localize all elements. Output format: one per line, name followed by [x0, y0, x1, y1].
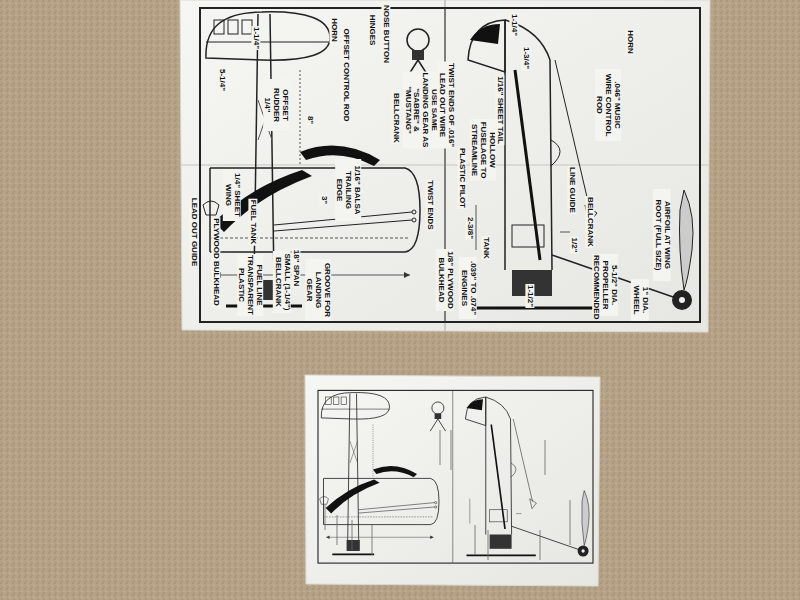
plan-label: AIRFOIL AT WING ROOT (FULL SIZE): [653, 189, 671, 281]
plan-label: HORN: [626, 29, 635, 55]
plan-label: LINE GUIDE: [568, 166, 577, 214]
plan-label: LEAD OUT GUIDE: [190, 197, 199, 267]
plan-label: FUEL LINE TRANSPARENT PLASTIC: [237, 254, 263, 316]
plan-label: USE SAME LANDING GEAR AS "SABRE" & "MUST…: [402, 72, 437, 149]
plan-label: .046" MUSIC WIRE CONTROL ROD: [595, 69, 621, 141]
plan-label: .039" TO .074" ENGINES: [459, 257, 477, 319]
plan-label: GROOVE FOR LANDING GEAR: [305, 259, 331, 321]
plan-label: TWIST ENDS: [426, 179, 435, 230]
plan-label: 1-3/4": [522, 46, 531, 70]
plan-label: HOLLOW FUSELAGE TO STREAMLINE: [470, 119, 496, 181]
plan-label: 18" SPAN: [292, 249, 301, 288]
plan-label: NOSE BUTTON: [382, 4, 391, 64]
plan-label: 1/2": [570, 237, 579, 254]
plan-label: BELLCRANK: [392, 92, 401, 144]
plan-label: 5-1/4": [218, 68, 227, 92]
plan-label: SMALL (1-1/4") BELLCRANK: [273, 251, 291, 313]
plan-drawing: [200, 8, 700, 322]
plan-drawing-small: [318, 390, 593, 563]
plan-label: 1/16" BALSA TRAILING EDGE: [335, 159, 361, 221]
plan-label: 2-3/8": [466, 216, 475, 240]
small-plan-sheet: [305, 375, 600, 586]
plan-label: BELLCRANK: [586, 196, 595, 248]
plan-label: HORN: [330, 17, 339, 43]
plan-label: 1/16" SHEET TAIL: [496, 75, 505, 145]
plan-label: 3": [320, 195, 329, 205]
plan-label: 1-1/4": [510, 13, 519, 37]
plan-label: OFFSET RUDDER 1/4": [263, 79, 289, 131]
plan-label: 1/4" SHEET WING: [223, 169, 241, 221]
plan-label: PLYWOOD BULKHEAD: [212, 217, 221, 307]
plan-label: 1-1/4": [252, 26, 261, 50]
plan-label: 1" DIA. WHEEL: [631, 279, 649, 321]
plan-label: 8": [306, 115, 315, 125]
plan-label: OFFSET CONTROL ROD: [342, 27, 351, 122]
plan-label: 1/8" PLYWOOD BULKHEAD: [436, 249, 454, 311]
tiny-text-marks: [325, 430, 570, 560]
plan-label: HINGES: [368, 14, 377, 47]
large-plan-sheet: [180, 0, 710, 332]
plan-label: TANK: [482, 236, 491, 260]
plan-label: 5-1/2" DIA. PROPELLER RECOMMENDED: [592, 254, 618, 316]
plan-label: 1-1/2": [526, 284, 535, 308]
plan-label: FUEL TANK: [249, 199, 258, 246]
plan-label: TWIST ENDS OF .016" LEAD OUT WIRE: [437, 62, 455, 149]
plan-label: PLASTIC PILOT: [458, 147, 467, 209]
